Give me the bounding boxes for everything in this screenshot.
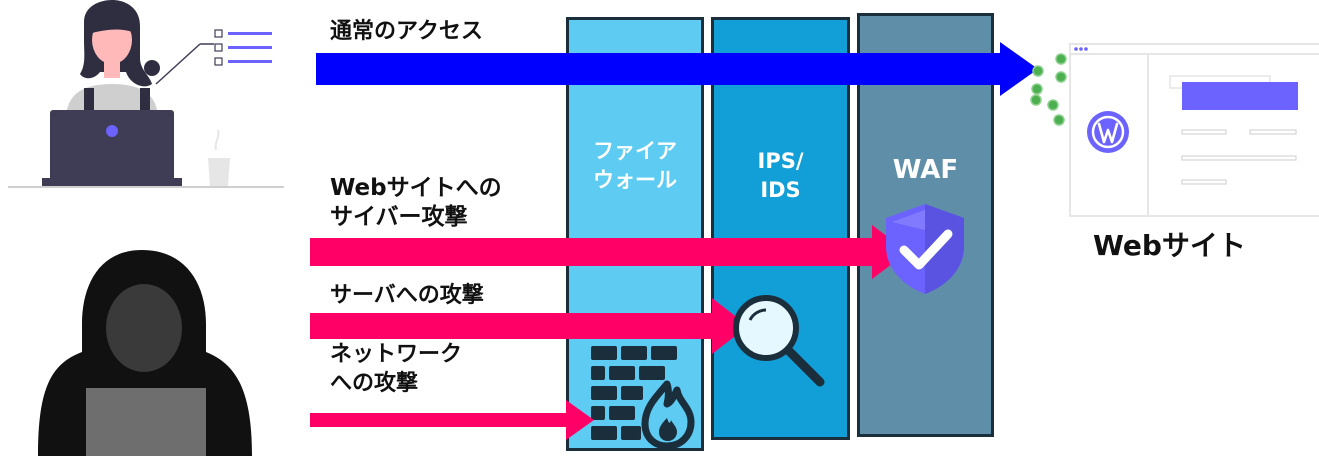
firewall-layer: ファイア ウォール [566, 17, 704, 451]
ips-ids-label-line2: IDS [760, 178, 801, 202]
network-attack-label-line2: への攻撃 [330, 371, 419, 396]
ips-ids-label-line1: IPS/ [757, 149, 804, 173]
website-label: Webサイト [1093, 229, 1246, 262]
user-laptop-icon [8, 0, 284, 188]
server-attack-arrow [310, 298, 748, 354]
network-attack-arrow [310, 400, 594, 440]
normal-access-arrow [316, 42, 1038, 96]
web-attack-label-line2: サイバー攻撃 [330, 204, 468, 230]
web-attack-label-line1: Webサイトへの [330, 175, 502, 201]
firewall-label-line2: ウォール [593, 168, 677, 192]
web-attack-arrow [310, 225, 908, 279]
list-icon [214, 29, 272, 66]
firewall-label-line1: ファイア [593, 139, 677, 163]
firewall-label: ファイア ウォール [569, 137, 701, 195]
server-attack-label: サーバへの攻撃 [330, 283, 484, 308]
network-attack-label-line1: ネットワーク [330, 342, 463, 367]
brick-wall-fire-icon [591, 346, 695, 450]
ips-ids-label: IPS/ IDS [714, 147, 847, 205]
normal-access-label: 通常のアクセス [330, 19, 483, 44]
magnifier-icon [733, 295, 825, 387]
waf-label: WAF [892, 155, 959, 185]
hacker-icon [38, 250, 252, 456]
shield-check-icon [886, 204, 964, 294]
web-attack-label: Webサイトへの サイバー攻撃 [330, 174, 502, 232]
ips-ids-layer: IPS/ IDS [711, 17, 850, 440]
wordpress-site-icon [1030, 43, 1319, 217]
network-attack-label: ネットワーク への攻撃 [330, 340, 462, 398]
